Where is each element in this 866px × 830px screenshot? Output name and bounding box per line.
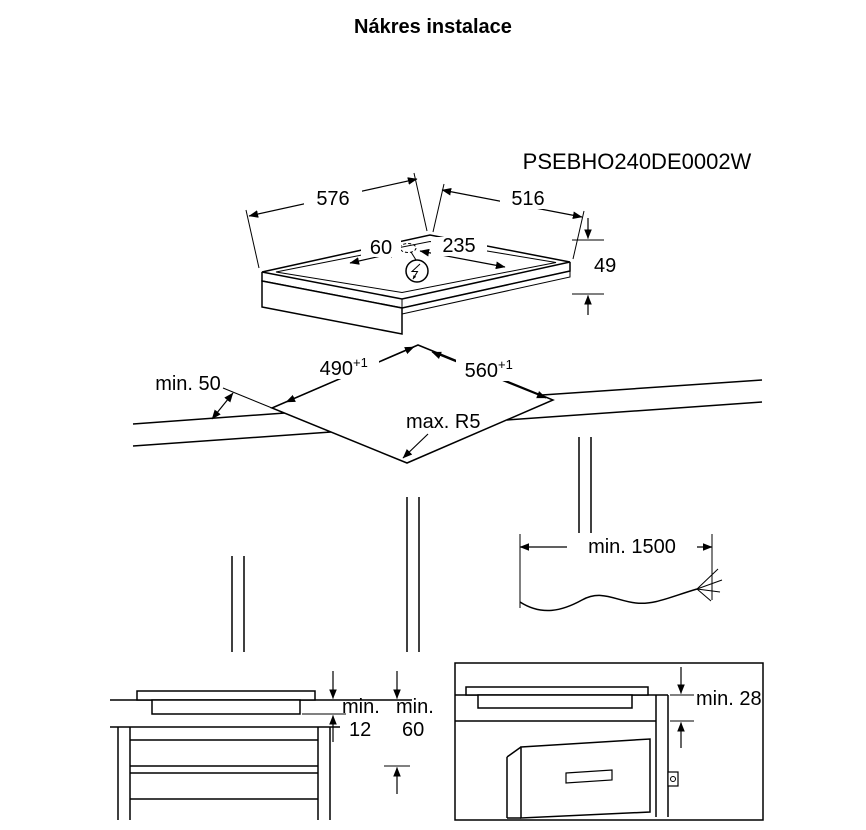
hob-isometric — [261, 234, 571, 335]
clearance-12-min-label: min. — [342, 696, 380, 718]
cutout-width-tolerance: +1 — [498, 357, 513, 372]
worktop-legs — [231, 437, 592, 652]
lightning-bolt-icon — [410, 263, 421, 280]
cable-length-label: min. 1500 — [588, 536, 676, 558]
worktop-front-edge-bottom-left — [132, 431, 332, 447]
dim-hob-height: 49 — [572, 218, 616, 315]
dim-clearance-12: min. 12 — [302, 671, 380, 742]
dim-corner-radius: max. R5 — [402, 411, 480, 459]
dim-cutout-width: 560 +1 — [431, 351, 547, 399]
front-clearance-label: min. 50 — [155, 373, 221, 395]
power-leader-line — [410, 251, 417, 261]
cable-end-strands — [696, 568, 723, 602]
cutout-width-label: 560 — [465, 360, 498, 382]
clearance-28-label: min. 28 — [696, 688, 762, 710]
clearance-12-value: 12 — [349, 719, 371, 741]
cable-curve — [519, 588, 698, 612]
detail-box — [454, 662, 764, 821]
cutout-depth-tolerance: +1 — [353, 355, 368, 370]
dim-power-offset-right: 235 — [419, 235, 506, 270]
cutout-depth-label: 490 — [320, 358, 353, 380]
dim-hob-depth: 516 — [432, 183, 585, 260]
cabinet-frame — [117, 727, 331, 820]
dim-cutout-depth: 490 +1 — [285, 346, 415, 403]
dim-clearance-28: min. 28 — [670, 667, 762, 748]
panel-knob-dot — [670, 776, 676, 782]
power-connection-icon — [405, 259, 429, 283]
dim-power-offset-left: 60 — [349, 237, 401, 265]
dim-hob-width: 576 — [245, 172, 428, 269]
dim-front-clearance: min. 50 — [155, 373, 273, 420]
power-offset-left-label: 60 — [370, 237, 392, 259]
worktop-front-edge-top-right — [541, 379, 763, 396]
power-cable: min. 1500 — [519, 534, 723, 612]
hob-glass-profile-right — [465, 686, 649, 696]
power-inlet-marker — [399, 243, 417, 253]
oven — [506, 738, 679, 819]
section-cabinet: min. 12 min. 60 — [110, 671, 434, 820]
power-offset-right-label: 235 — [442, 235, 475, 257]
dim-clearance-60: min. 60 — [384, 671, 434, 794]
hob-height-label: 49 — [594, 255, 616, 277]
corner-radius-label: max. R5 — [406, 411, 480, 433]
panel-knob — [667, 771, 679, 787]
hob-body — [261, 280, 403, 335]
hob-body-right-edge — [401, 270, 571, 315]
clearance-60-min-label: min. — [396, 696, 434, 718]
worktop — [132, 344, 763, 652]
hob-width-label: 576 — [316, 188, 349, 210]
hob-glass-profile — [136, 690, 316, 701]
hob-body-profile-right — [477, 694, 633, 709]
worktop-front-edge-top-left — [132, 412, 286, 425]
hob-depth-label: 516 — [511, 188, 544, 210]
oven-handle — [565, 769, 613, 784]
hob-body-profile — [151, 699, 301, 715]
page-title: Nákres instalace — [354, 16, 512, 38]
section-oven: min. 28 — [454, 662, 764, 821]
model-code: PSEBHO240DE0002W — [523, 149, 752, 174]
clearance-60-value: 60 — [402, 719, 424, 741]
worktop-front-edge-bottom-right — [506, 401, 763, 421]
